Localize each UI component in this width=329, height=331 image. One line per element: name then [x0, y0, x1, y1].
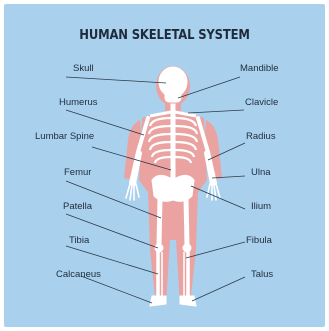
label-radius: Radius [246, 132, 276, 142]
leader-line-calcaneus [81, 276, 152, 303]
label-mandible: Mandible [240, 64, 279, 74]
label-patella: Patella [63, 202, 92, 212]
label-clavicle: Clavicle [245, 98, 278, 108]
mandible-bone [165, 92, 181, 102]
label-humerus: Humerus [59, 98, 98, 108]
label-calcaneus: Calcaneus [56, 270, 101, 280]
leader-line-talus [192, 277, 245, 301]
label-femur: Femur [64, 168, 91, 178]
label-lumbar-spine: Lumbar Spine [35, 132, 94, 142]
leader-line-clavicle [188, 110, 244, 113]
label-skull: Skull [73, 64, 94, 74]
label-ilium: Ilium [251, 202, 271, 212]
label-ulna: Ulna [251, 168, 271, 178]
label-tibia: Tibia [69, 236, 89, 246]
label-fibula: Fibula [246, 236, 272, 246]
label-talus: Talus [251, 270, 273, 280]
leader-line-skull [66, 77, 166, 83]
